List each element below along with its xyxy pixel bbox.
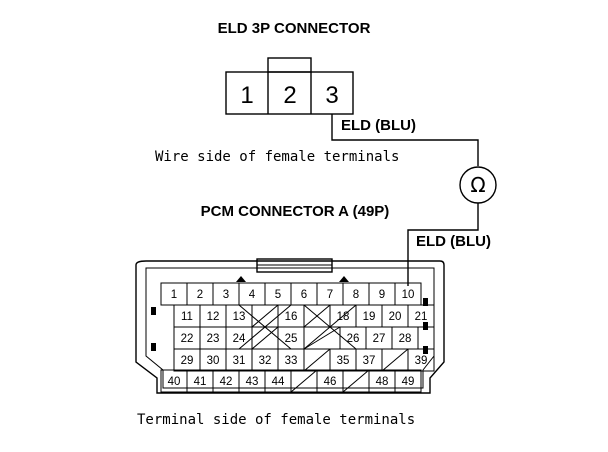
pcm-terminal-number: 46 xyxy=(324,376,337,388)
pcm-terminal-number: 19 xyxy=(363,311,376,323)
ohm-icon: Ω xyxy=(470,173,485,197)
pcm-connector-outer-shell xyxy=(135,260,445,394)
pcm-unused-cavity-mark xyxy=(251,304,279,328)
pcm-unused-cavity-mark xyxy=(290,369,318,393)
pcm-terminal-number: 30 xyxy=(207,355,220,367)
pcm-terminal-number: 25 xyxy=(285,333,298,345)
pcm-unused-block-mark xyxy=(238,304,292,350)
eld-connector-lock-tab xyxy=(267,57,312,73)
pcm-terminal-number: 31 xyxy=(233,355,246,367)
pcm-terminal-number: 13 xyxy=(233,311,246,323)
pcm-side-tab xyxy=(423,298,428,306)
pcm-terminal-number: 12 xyxy=(207,311,220,323)
pcm-terminal-number: 43 xyxy=(246,376,259,388)
pcm-unused-block-mark xyxy=(303,304,357,350)
pcm-caption: Terminal side of female terminals xyxy=(137,412,415,428)
pcm-terminal-number: 9 xyxy=(379,289,385,301)
eld-wire-label: ELD (BLU) xyxy=(341,117,416,134)
eld-wire xyxy=(331,114,479,166)
pcm-unused-cavity-mark xyxy=(381,348,409,372)
pcm-side-tab xyxy=(423,322,428,330)
pcm-wire xyxy=(407,203,479,286)
pcm-connector-title: PCM CONNECTOR A (49P) xyxy=(201,203,390,220)
pcm-terminal-number: 3 xyxy=(223,289,229,301)
pcm-unused-cavity-mark xyxy=(303,348,331,372)
eld-connector: 1 2 3 xyxy=(225,57,354,115)
pcm-unused-cavity-mark xyxy=(251,326,279,350)
pcm-unused-cavity-mark xyxy=(342,369,370,393)
pcm-terminal-number: 26 xyxy=(347,333,360,345)
pcm-terminal-number: 42 xyxy=(220,376,233,388)
pcm-key-notch xyxy=(339,276,349,282)
pcm-terminal-number: 35 xyxy=(337,355,350,367)
pcm-terminal-number: 6 xyxy=(301,289,307,301)
pcm-terminal-number: 39 xyxy=(415,355,428,367)
pcm-terminal-number: 18 xyxy=(337,311,350,323)
pcm-terminal-number: 4 xyxy=(249,289,256,301)
pcm-terminal-number: 5 xyxy=(275,289,281,301)
pcm-terminal-number: 40 xyxy=(168,376,181,388)
pcm-terminal-cavity xyxy=(407,304,435,328)
eld-pin-2: 2 xyxy=(283,82,296,109)
pcm-terminal-number: 23 xyxy=(207,333,220,345)
eld-caption: Wire side of female terminals xyxy=(155,149,399,165)
pcm-terminal-number: 20 xyxy=(389,311,402,323)
eld-connector-title: ELD 3P CONNECTOR xyxy=(218,20,371,37)
eld-pin-1: 1 xyxy=(240,82,253,109)
pcm-terminal-cavity xyxy=(394,369,422,393)
pcm-key-notch xyxy=(236,276,246,282)
pcm-wire-label: ELD (BLU) xyxy=(416,233,491,250)
pcm-terminal-number: 16 xyxy=(285,311,298,323)
pcm-side-tab xyxy=(423,346,428,354)
pcm-terminal-number: 8 xyxy=(353,289,359,301)
pcm-terminal-number: 11 xyxy=(181,311,193,323)
pcm-terminal-number: 32 xyxy=(259,355,272,367)
pcm-terminal-number: 29 xyxy=(181,355,194,367)
pcm-terminal-number: 7 xyxy=(327,289,333,301)
pcm-terminal-number: 2 xyxy=(197,289,203,301)
pcm-terminal-number: 10 xyxy=(402,289,415,301)
pcm-side-tab xyxy=(151,343,156,351)
pcm-terminal-number: 1 xyxy=(171,289,177,301)
pcm-terminal-number: 22 xyxy=(181,333,194,345)
pcm-terminal-number: 41 xyxy=(194,376,207,388)
eld-pin-3: 3 xyxy=(325,82,338,109)
pcm-side-tab xyxy=(151,307,156,315)
pcm-terminal-number: 27 xyxy=(373,333,386,345)
pcm-terminal-number: 28 xyxy=(399,333,412,345)
pcm-terminal-number: 24 xyxy=(233,333,246,345)
pcm-terminal-number: 48 xyxy=(376,376,389,388)
pcm-terminal-number: 21 xyxy=(415,311,428,323)
pcm-terminal-number: 44 xyxy=(272,376,285,388)
pcm-terminal-number: 37 xyxy=(363,355,376,367)
pcm-terminal-number: 49 xyxy=(402,376,415,388)
pcm-connector xyxy=(135,258,445,394)
pcm-terminal-number: 33 xyxy=(285,355,298,367)
